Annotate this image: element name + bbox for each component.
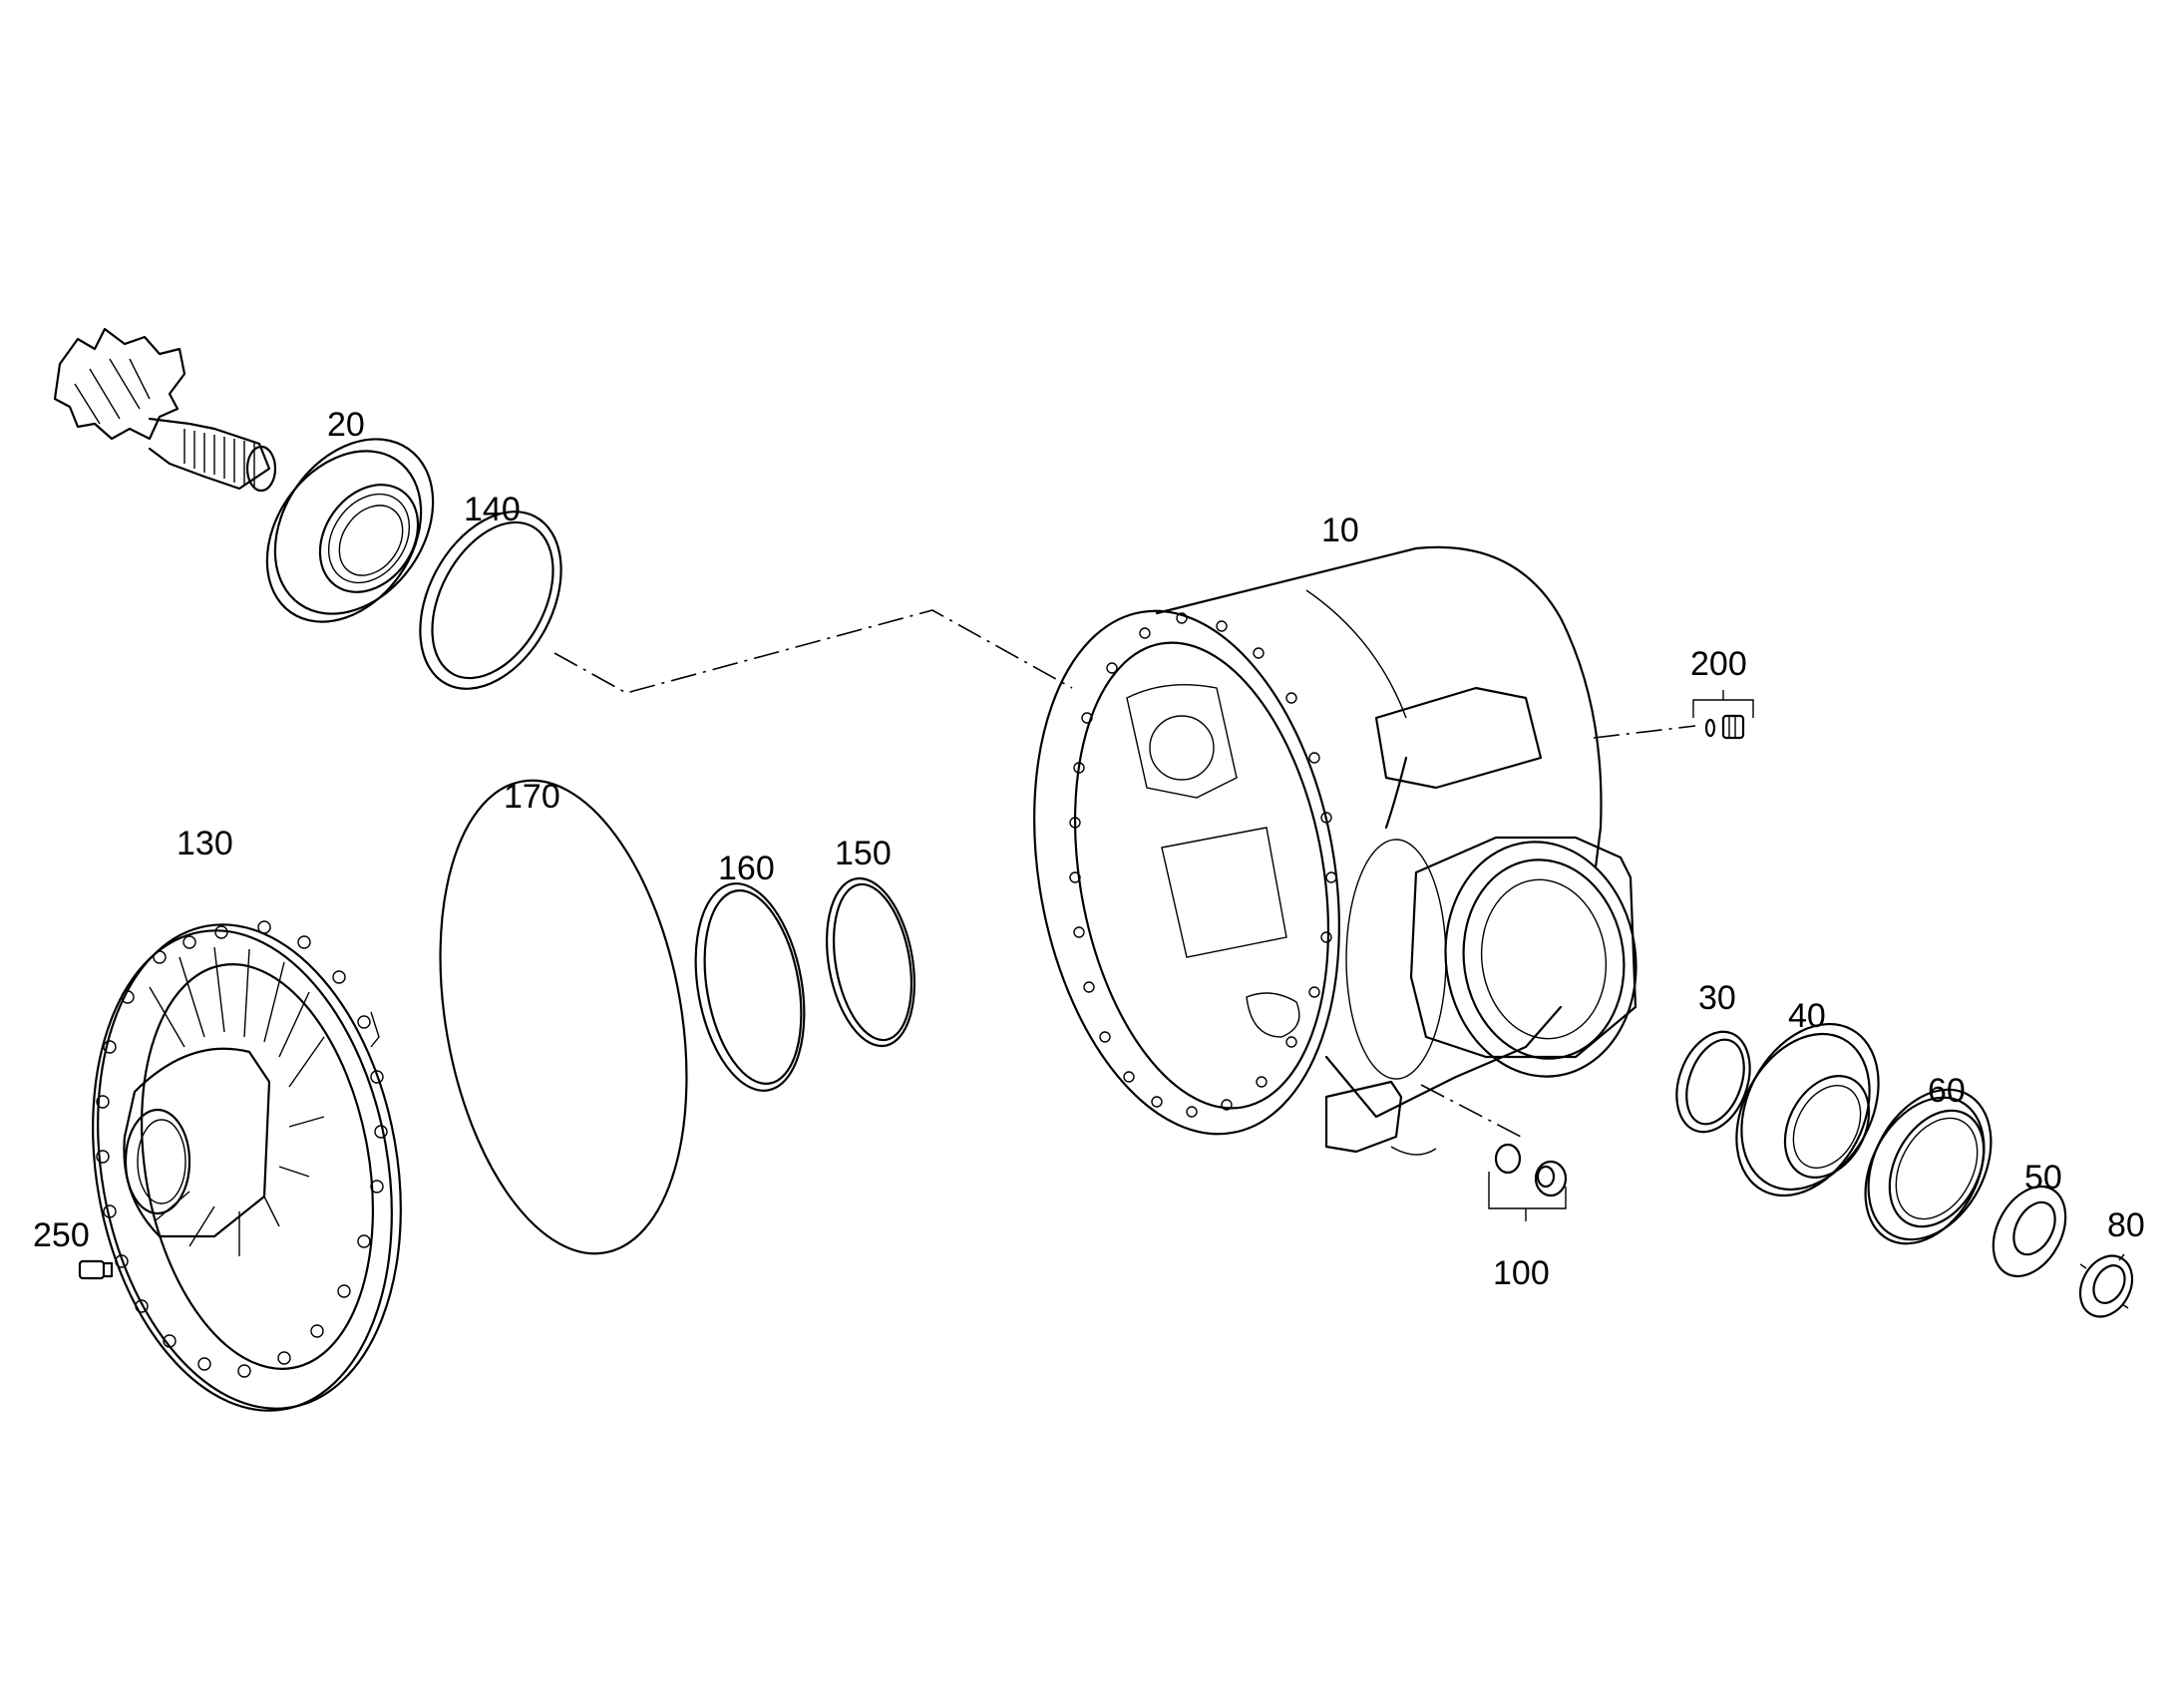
centerline-10-100	[1420, 1084, 1522, 1138]
seal-60	[1864, 1088, 1993, 1245]
callout-130: 130	[177, 825, 233, 862]
plug-200	[1692, 690, 1754, 740]
callout-170: 170	[504, 778, 560, 816]
callout-80: 80	[2107, 1206, 2145, 1244]
cover-130	[92, 920, 402, 1412]
callout-50: 50	[2024, 1159, 2062, 1196]
callout-30: 30	[1698, 979, 1736, 1017]
callout-200: 200	[1690, 645, 1747, 683]
ring-150	[825, 876, 916, 1048]
centerline-140-10	[553, 609, 1073, 694]
housing-10	[1033, 545, 1637, 1156]
bearing-40	[1735, 1022, 1880, 1197]
nut-80	[2078, 1253, 2134, 1318]
ring-140	[419, 511, 562, 690]
callout-60: 60	[1928, 1072, 1966, 1110]
ring-160	[694, 882, 806, 1092]
callout-160: 160	[718, 850, 775, 887]
callout-100: 100	[1493, 1254, 1550, 1292]
callout-10: 10	[1321, 512, 1359, 549]
callout-140: 140	[464, 491, 521, 528]
callout-20: 20	[327, 406, 365, 444]
screw-250	[78, 1259, 114, 1280]
bearing-20	[265, 438, 435, 623]
ring-30	[1675, 1030, 1751, 1134]
washer-50	[1992, 1185, 2067, 1278]
callout-40: 40	[1788, 997, 1826, 1035]
centerline-10-200	[1593, 725, 1696, 739]
plug-100	[1488, 1143, 1568, 1221]
callout-150: 150	[835, 835, 892, 872]
oring-170	[439, 779, 688, 1255]
callout-250: 250	[33, 1216, 90, 1254]
pinion-shaft	[53, 327, 277, 493]
